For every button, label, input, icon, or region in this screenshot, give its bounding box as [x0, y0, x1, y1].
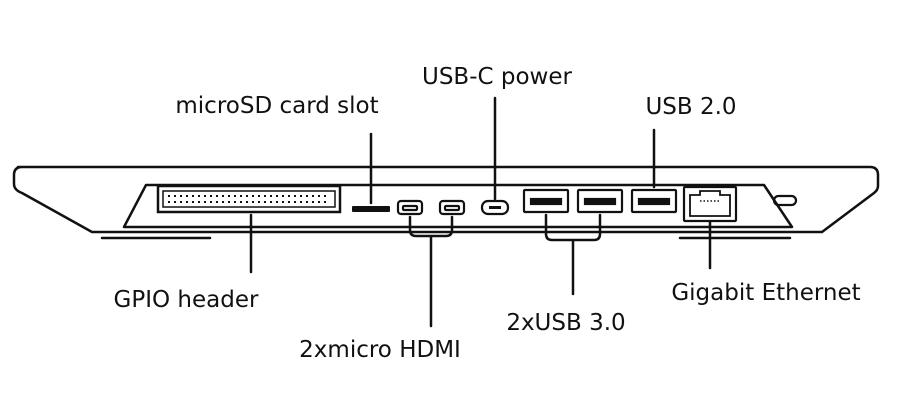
leader-usb3 — [544, 213, 602, 296]
ethernet-port — [682, 185, 738, 223]
usb2-port — [630, 188, 678, 214]
usb3-port-1 — [522, 188, 570, 214]
label-usb3: 2xUSB 3.0 — [506, 310, 625, 336]
label-hdmi: 2xmicro HDMI — [299, 337, 461, 363]
status-led — [772, 194, 798, 207]
usb-c-port — [480, 199, 510, 216]
microsd-slot — [352, 206, 390, 212]
label-microsd: microSD card slot — [175, 93, 378, 119]
label-usb2: USB 2.0 — [645, 94, 736, 120]
device-body — [12, 165, 880, 234]
label-usbc: USB-C power — [422, 64, 573, 90]
leader-hdmi — [408, 215, 454, 328]
gpio-header — [156, 184, 342, 214]
usb3-port-2 — [576, 188, 624, 214]
label-gpio: GPIO header — [114, 287, 259, 313]
port-panel — [122, 183, 794, 229]
micro-hdmi-port-1 — [396, 199, 424, 216]
label-ethernet: Gigabit Ethernet — [671, 280, 860, 306]
micro-hdmi-port-2 — [438, 199, 466, 216]
